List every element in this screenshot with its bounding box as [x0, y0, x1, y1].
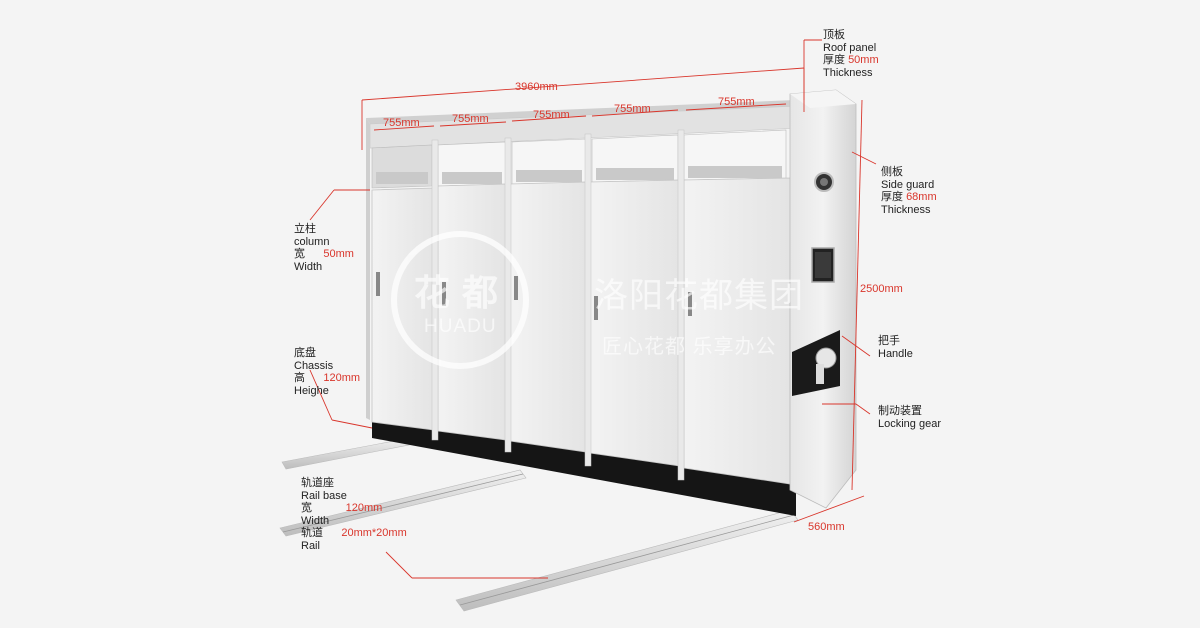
locking-gear-cn: 制动装置 [878, 405, 922, 417]
watermark-slogan: 匠心花都 乐享办公 [602, 336, 777, 358]
rail-base-cn: 轨道座 [301, 477, 334, 489]
column-en: column [294, 235, 330, 248]
handle-en: Handle [878, 347, 913, 360]
column-width-value: 50mm [323, 248, 354, 260]
bay-width-label-3: 755mm [533, 109, 570, 121]
chassis-height: 高 120mm [294, 372, 360, 385]
column-callout: 立柱 column 宽 50mm Width [294, 223, 354, 273]
roof-panel-thickness-cn: 厚度 [823, 54, 845, 66]
chassis-en: Chassis [294, 359, 334, 372]
locking-gear-callout: 制动装置 Locking gear [878, 405, 941, 430]
column-width-cn: 宽 [294, 248, 305, 260]
huadu-logo [391, 231, 529, 369]
bay-width-label-4: 755mm [614, 103, 651, 115]
side-guard-cn: 侧板 [881, 166, 903, 178]
bay-width-label-5: 755mm [718, 96, 755, 108]
depth-label: 560mm [808, 521, 845, 533]
rail-base-width-value: 120mm [345, 502, 383, 514]
roof-panel-callout: 顶板 Roof panel 厚度 50mm Thickness [823, 29, 879, 79]
chassis-height-value: 120mm [323, 372, 361, 384]
rail-size: 轨道 20mm*20mm [301, 527, 407, 540]
side-guard-thickness-cn: 厚度 [881, 191, 903, 203]
cabinet-doors [371, 129, 791, 485]
column-width-en: Width [294, 260, 323, 273]
rail-base-callout: 轨道座 Rail base 宽 120mm Width 轨道 20mm*20mm… [301, 477, 407, 552]
height-label: 2500mm [860, 283, 903, 295]
rail-en: Rail [301, 539, 320, 552]
roof-panel-en: Roof panel [823, 41, 877, 54]
handle-callout: 把手 Handle [878, 335, 913, 360]
chassis-base [372, 420, 796, 516]
watermark-company: 洛阳花都集团 [594, 277, 804, 315]
side-guard-thickness: 厚度 68mm [881, 191, 937, 204]
roof-panel-thickness: 厚度 50mm [823, 54, 879, 67]
bay-width-label-2: 755mm [452, 113, 489, 125]
locking-gear-en: Locking gear [878, 417, 941, 430]
watermark-logo-cn: 花 都 [414, 272, 500, 313]
rail-base-width-en: Width [301, 514, 330, 527]
chassis-cn: 底盘 [294, 347, 316, 359]
rail-cn: 轨道 [301, 527, 323, 539]
side-guard-callout: 侧板 Side guard 厚度 68mm Thickness [881, 166, 937, 216]
roof-panel-thickness-value: 50mm [848, 54, 879, 66]
rail-base-en: Rail base [301, 489, 347, 502]
side-guard-thickness-en: Thickness [881, 203, 931, 216]
watermark-logo-en: HUADU [424, 316, 497, 337]
handle-cn: 把手 [878, 335, 900, 347]
chassis-callout: 底盘 Chassis 高 120mm Heighe [294, 347, 360, 397]
roof-panel-thickness-en: Thickness [823, 66, 873, 79]
chassis-height-en: Heighe [294, 384, 329, 397]
total-width-label: 3960mm [515, 81, 558, 93]
column-width: 宽 50mm [294, 248, 354, 261]
rail-size-value: 20mm*20mm [341, 527, 407, 539]
bay-width-label-1: 755mm [383, 117, 420, 129]
dimension-lines [309, 39, 877, 579]
column-cn: 立柱 [294, 223, 316, 235]
chassis-height-cn: 高 [294, 372, 305, 384]
side-guard-thickness-value: 68mm [906, 191, 937, 203]
side-guard-panel [789, 89, 857, 509]
rail-base-width: 宽 120mm [301, 502, 407, 515]
side-guard-en: Side guard [881, 178, 935, 191]
roof-panel-cn: 顶板 [823, 29, 845, 41]
roof-frame [366, 100, 801, 420]
floor-rails [279, 437, 799, 612]
rail-base-width-cn: 宽 [301, 502, 312, 514]
